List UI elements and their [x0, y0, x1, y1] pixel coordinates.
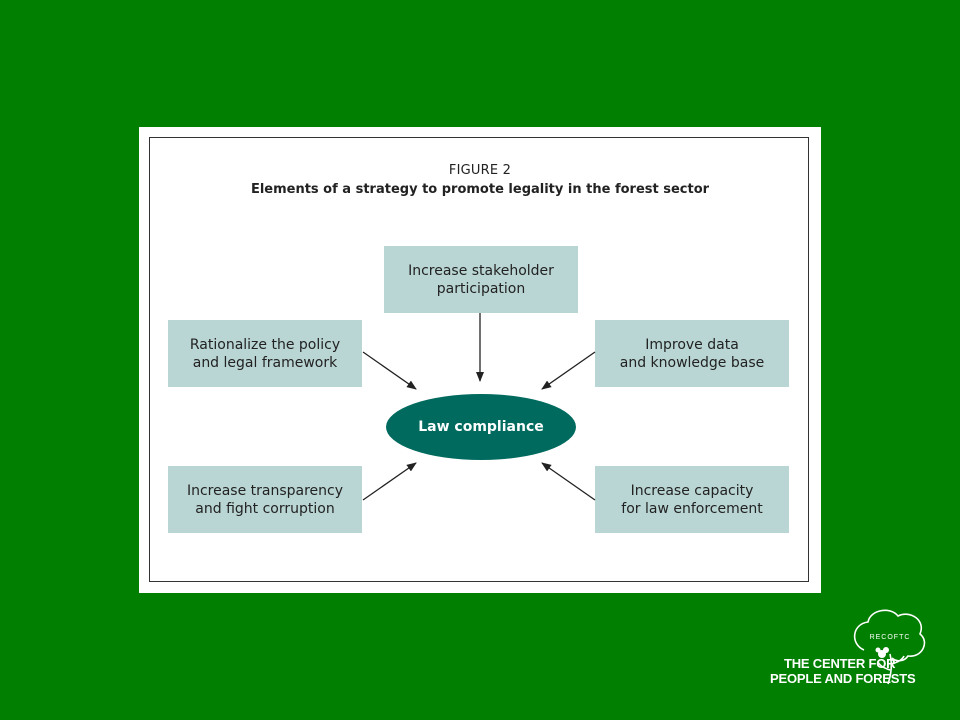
brand-name: THE CENTER FOR PEOPLE AND FORESTS: [770, 656, 916, 686]
arrow-right-lower-to-center: [541, 462, 596, 501]
arrow-left-upper-to-center: [362, 351, 417, 390]
node-stakeholder-participation: Increase stakeholder participation: [384, 246, 578, 313]
node-capacity-law-enforcement: Increase capacity for law enforcement: [595, 466, 789, 533]
figure-panel: FIGURE 2 Elements of a strategy to promo…: [139, 127, 821, 593]
arrow-right-upper-to-center: [541, 351, 596, 390]
diagram-arrows: [362, 313, 596, 501]
node-data-knowledge-base: Improve data and knowledge base: [595, 320, 789, 387]
center-node-law-compliance: Law compliance: [386, 394, 576, 460]
node-transparency-corruption: Increase transparency and fight corrupti…: [168, 466, 362, 533]
arrow-left-lower-to-center: [362, 462, 417, 501]
recoftc-logo: RECOFTC THE CENTER FOR PEOPLE AND FOREST…: [770, 604, 960, 696]
brand-line-1: THE CENTER FOR: [784, 656, 896, 671]
figure-title: Elements of a strategy to promote legali…: [250, 182, 710, 197]
figure-label: FIGURE 2: [448, 163, 512, 178]
figure-frame: [149, 137, 809, 582]
brand-abbrev: RECOFTC: [869, 634, 911, 641]
brand-line-2: PEOPLE AND FORESTS: [770, 671, 916, 686]
node-policy-legal-framework: Rationalize the policy and legal framewo…: [168, 320, 362, 387]
tree-outline-icon: [853, 609, 926, 685]
